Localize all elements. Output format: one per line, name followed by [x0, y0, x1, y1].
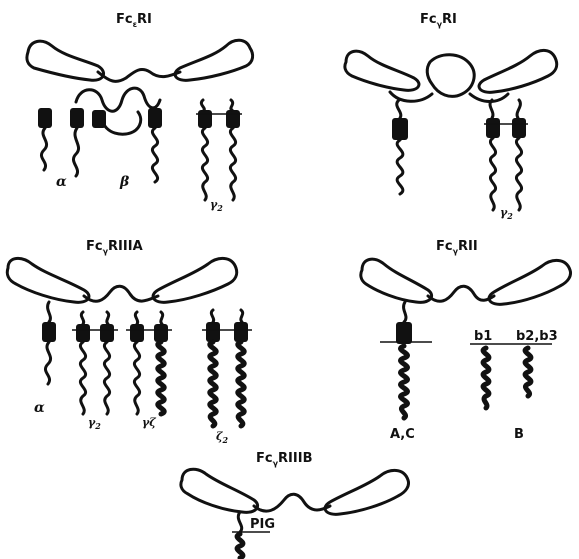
tail-alpha	[45, 342, 50, 384]
panel-fcgriiia: FcγRIIIA α γ2 γζ ζ2	[7, 239, 252, 445]
tail-gamma-1	[80, 342, 85, 414]
tail-gamma-1	[490, 138, 495, 210]
panel-title-fcgriiia: FcγRIIIA	[86, 239, 143, 256]
label-ac: A,C	[390, 427, 415, 442]
panel-fcgriiib: FcγRIIIB PIG	[181, 451, 409, 558]
ig-domain-right	[325, 470, 408, 514]
tail-gamma-2	[104, 342, 109, 414]
tail-zeta-2	[238, 342, 244, 426]
label-gamma-zeta-fcgriiia: γζ	[142, 416, 156, 429]
tail-alpha	[397, 140, 403, 194]
tm-gamma-1	[198, 110, 212, 128]
beta-loop-lower	[102, 112, 140, 134]
panel-title-fcgrii: FcγRII	[436, 239, 478, 256]
label-b: B	[514, 427, 524, 442]
label-beta-fceri: β	[119, 174, 130, 190]
tm-gamma-zeta-1	[130, 324, 144, 342]
panel-title-fcgri: FcγRI	[420, 12, 457, 29]
ig-domain-center	[427, 55, 474, 97]
label-b2b3: b2,b3	[516, 329, 558, 344]
tm-gamma-zeta-2	[154, 324, 168, 342]
tail-gamma-zeta-2	[158, 342, 164, 414]
tm-alpha	[392, 118, 408, 140]
tail-alpha	[41, 128, 46, 170]
tm-gamma-1	[486, 118, 500, 138]
beta-chain-loops	[76, 88, 160, 111]
panel-fcgrii: FcγRII b1 b2,b3 A,C B	[361, 239, 571, 442]
ig-domain-left	[27, 41, 104, 80]
ig-domain-left	[181, 469, 258, 512]
tail-gamma-2	[516, 138, 521, 210]
tm-gamma-2	[226, 110, 240, 128]
tail-gamma-zeta-1	[134, 342, 139, 414]
ig-domain-right	[153, 258, 237, 302]
label-gamma2-fcgriiia: γ2	[88, 416, 101, 431]
tm-gamma-2	[512, 118, 526, 138]
tail-ac	[401, 346, 408, 418]
tm-zeta-1	[206, 322, 220, 342]
tail-gamma-2	[230, 128, 235, 200]
pig-anchor	[237, 534, 243, 558]
label-b1: b1	[474, 329, 492, 344]
tail-b1	[483, 348, 489, 408]
tm-gamma-1	[76, 324, 90, 342]
tm-gamma-2	[100, 324, 114, 342]
panel-fceri: FcεRI α β γ2	[27, 12, 253, 213]
label-gamma2-fcgri: γ2	[500, 206, 513, 221]
ig-domain-left	[7, 258, 89, 302]
label-pig: PIG	[250, 517, 275, 532]
tm-beta-2	[92, 110, 106, 128]
tm-alpha	[38, 108, 52, 128]
panel-title-fceri: FcεRI	[116, 12, 152, 29]
label-alpha-fcgriiia: α	[34, 400, 45, 416]
ig-domain-right	[489, 260, 570, 304]
tm-fcgrii	[396, 322, 412, 344]
tail-gamma-1	[202, 128, 207, 200]
panel-title-fcgriiib: FcγRIIIB	[256, 451, 312, 468]
tail-zeta-1	[210, 342, 216, 426]
ig-domain-left	[361, 259, 432, 302]
tm-zeta-2	[234, 322, 248, 342]
ig-domain-right	[479, 50, 557, 92]
tail-b2b3	[525, 348, 531, 396]
label-gamma2-fceri: γ2	[210, 198, 223, 213]
tail-beta-2	[152, 128, 157, 182]
tm-beta-1	[70, 108, 84, 128]
panel-fcgri: FcγRI γ2	[345, 12, 557, 221]
alpha-chain-link	[98, 70, 180, 82]
tm-alpha	[42, 322, 56, 342]
ig-domain-right	[175, 40, 253, 80]
label-alpha-fceri: α	[56, 174, 67, 190]
tm-beta-3	[148, 108, 162, 128]
tail-beta-1	[73, 128, 78, 176]
ig-domain-left	[345, 51, 419, 90]
label-zeta2-fcgriiia: ζ2	[216, 430, 229, 445]
